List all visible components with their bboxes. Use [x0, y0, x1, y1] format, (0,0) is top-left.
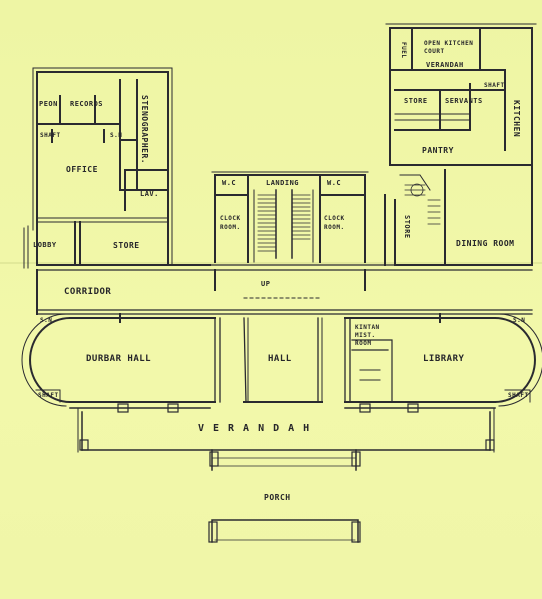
room-label-durbar-hall: DURBAR HALL [86, 354, 152, 364]
room-label-lav: LAV. [140, 190, 159, 198]
room-label-wc-left: W.C [222, 179, 237, 187]
office-wing-walls [23, 67, 211, 269]
room-label-up: UP [261, 280, 271, 288]
room-label-porch: PORCH [264, 493, 291, 502]
room-label-peon: PEON [39, 100, 58, 108]
central-block-walls [211, 171, 369, 263]
room-label-landing: LANDING [266, 179, 300, 187]
room-label-store-kitchen: STORE [404, 97, 428, 105]
room-label-office: OFFICE [66, 165, 98, 174]
room-label-dining-room: DINING ROOM [456, 239, 515, 248]
room-label-records: RECORDS [70, 100, 104, 108]
room-label-corridor: CORRIDOR [64, 287, 112, 297]
room-label-pantry: PANTRY [422, 146, 454, 155]
room-label-sn-office: S.N [110, 132, 123, 139]
room-label-lobby: LOBBY [33, 241, 57, 249]
room-label-sn-library: S.N [513, 317, 526, 324]
porch-walls [208, 449, 361, 543]
library-walls [344, 313, 542, 407]
room-label-servants: SERVANTS [445, 97, 483, 105]
room-label-shaft-durbar: SHAFT [38, 392, 59, 399]
room-label-cloak-room-right: CLOCK ROOM. [324, 215, 345, 231]
room-label-library: LIBRARY [423, 354, 465, 364]
room-label-stenographer: STENOGRAPHER. [140, 95, 149, 165]
room-label-ladies-room: KINTAN MIST. ROOM [355, 324, 380, 347]
staircase [257, 189, 311, 259]
room-label-fuel: FUEL [400, 42, 407, 59]
room-label-kitchen: KITCHEN [512, 100, 521, 138]
verandah-walls [69, 403, 496, 453]
room-label-open-kitchen-court: OPEN KITCHEN COURT [424, 40, 474, 55]
room-label-store-office: STORE [113, 241, 140, 250]
durbar-hall-walls [21, 313, 221, 407]
room-label-hall: HALL [268, 354, 292, 364]
kitchen-stair [404, 183, 441, 225]
room-label-shaft-office: SHAFT [40, 132, 61, 139]
room-label-cloak-room-left: CLOCK ROOM. [220, 215, 241, 231]
room-label-store-dining: STORE [403, 215, 411, 239]
paper-fold-line [0, 262, 542, 264]
room-label-verandah-front: VERANDAH [198, 423, 319, 434]
room-label-shaft-kitchen: SHAFT [484, 82, 505, 89]
room-label-verandah-kitchen: VERANDAH [426, 61, 464, 69]
hall-walls [243, 297, 323, 403]
room-label-sn-durbar: S.N [40, 317, 53, 324]
room-label-shaft-library: SHAFT [508, 392, 529, 399]
room-label-wc-right: W.C [327, 179, 342, 187]
